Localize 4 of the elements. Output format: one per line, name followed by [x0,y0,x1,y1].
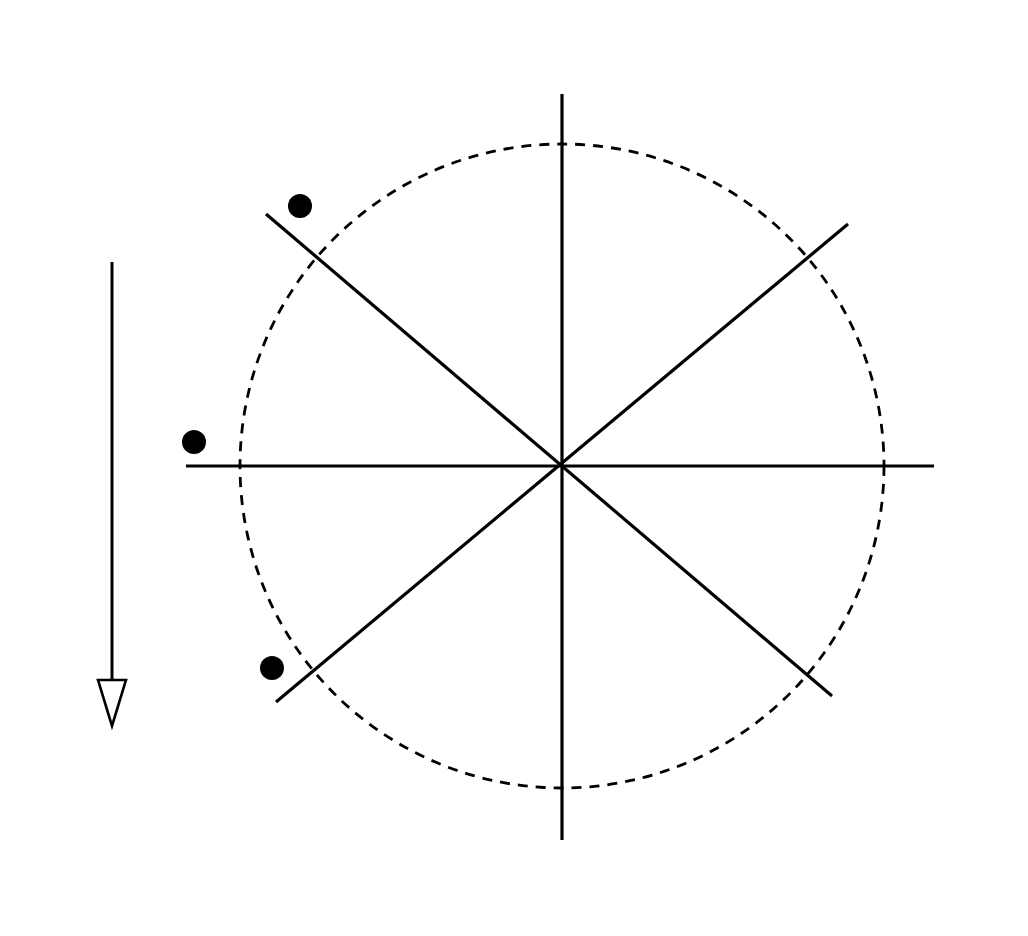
dot [288,194,312,218]
circle-outline [238,142,886,790]
dot [182,430,206,454]
dot [260,656,284,680]
